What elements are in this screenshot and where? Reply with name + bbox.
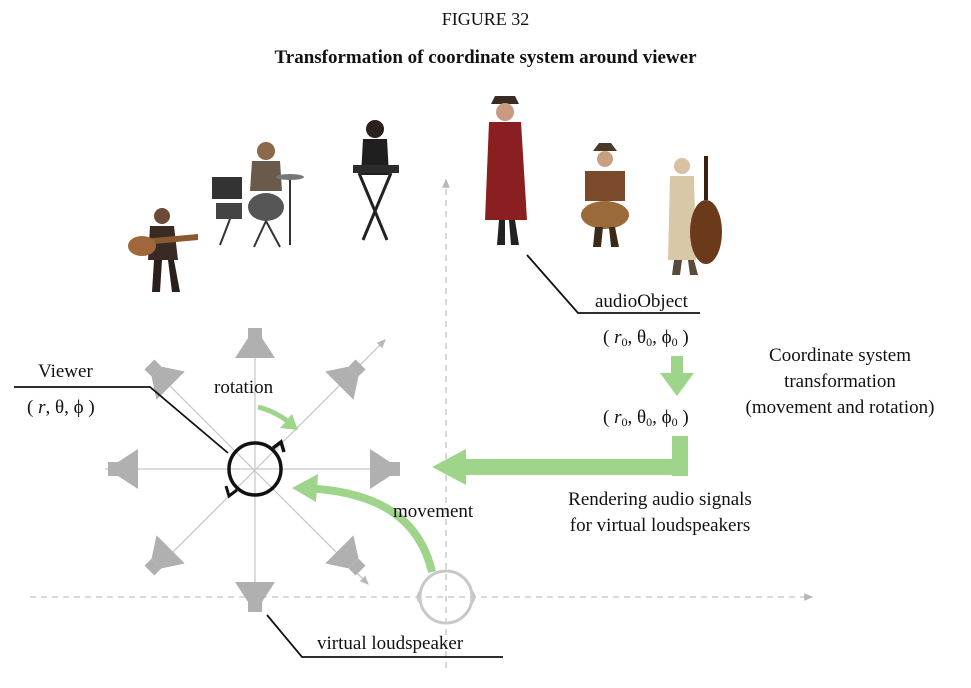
render-label-line2: for virtual loudspeakers (569, 515, 751, 536)
virtual-loudspeaker-label: virtual loudspeaker (317, 633, 464, 654)
loudspeaker-icon (325, 535, 366, 576)
movement-arrowhead (292, 474, 318, 502)
loudspeaker-icon (235, 582, 275, 612)
loudspeaker-icon (235, 328, 275, 358)
viewer-label: Viewer (38, 361, 93, 382)
rotation-arrow (257, 404, 292, 425)
transform-label-line2: transformation (784, 371, 896, 392)
keyboardist-icon (353, 120, 399, 241)
rotation-label: rotation (214, 377, 274, 398)
performers (128, 96, 722, 292)
transform-label-line3: (movement and rotation) (745, 397, 935, 418)
guitarist-icon (128, 208, 198, 292)
bassist-icon (668, 156, 722, 275)
leader-lines (14, 254, 700, 658)
drummer-icon (212, 142, 304, 248)
loudspeaker-icon (370, 449, 400, 489)
loudspeaker-icon (325, 359, 366, 400)
listener-origin-icon (416, 569, 476, 625)
accordionist-icon (581, 143, 629, 247)
singer-icon (485, 96, 527, 245)
loudspeaker-icon (144, 359, 185, 400)
loudspeaker-icon (108, 449, 138, 489)
audio-object-label: audioObject (595, 291, 688, 312)
viewer-axes (105, 339, 392, 598)
transform-arrow (660, 356, 694, 396)
movement-label: movement (393, 501, 474, 522)
movement-arrow (299, 484, 436, 573)
transformed-coords: ( r0, θ0, ϕ0 ) (603, 407, 689, 429)
render-label-line1: Rendering audio signals (568, 489, 752, 510)
audio-object-coords: ( r0, θ0, ϕ0 ) (603, 327, 689, 349)
virtual-loudspeakers (108, 328, 400, 612)
figure-label: FIGURE 32 (441, 9, 530, 29)
viewer-coords: ( r, θ, ϕ ) (27, 397, 95, 418)
rendering-arrow (432, 436, 688, 485)
loudspeaker-icon (144, 535, 185, 576)
figure-title: Transformation of coordinate system arou… (274, 47, 697, 68)
transform-label-line1: Coordinate system (769, 345, 911, 366)
rotation-arrowhead (280, 414, 298, 430)
listener-head-icon (224, 439, 286, 499)
